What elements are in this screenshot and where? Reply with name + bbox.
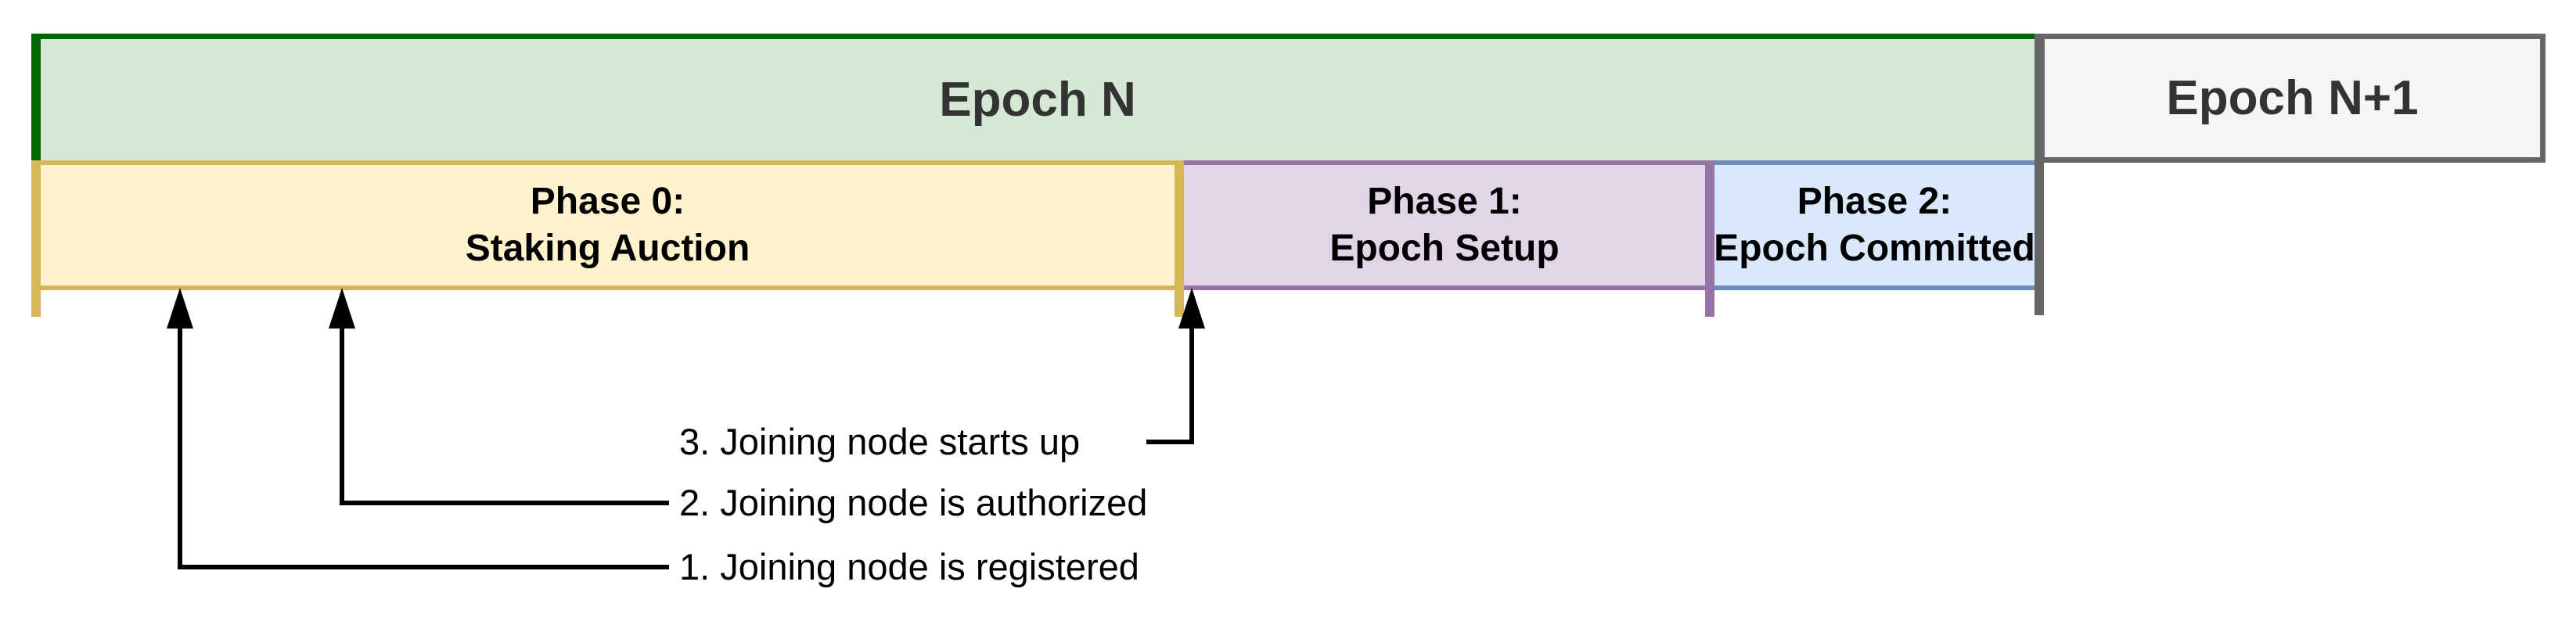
event-1-label: 1. Joining node is registered <box>679 546 1139 587</box>
phase2-epoch-committed-bar: Phase 2: Epoch Committed <box>1710 160 2039 290</box>
event-2-label: 2. Joining node is authorized <box>679 482 1148 523</box>
phase1-epoch-setup-bar: Phase 1: Epoch Setup <box>1179 160 1710 290</box>
phase1-label-line2: Epoch Setup <box>1329 228 1560 269</box>
phase0-staking-auction-bar: Phase 0: Staking Auction <box>36 160 1179 290</box>
event-2-connector-line <box>342 501 669 505</box>
phase1-end-tick <box>1705 160 1714 317</box>
phase0-label-line1: Phase 0: <box>530 181 685 222</box>
event-2-arrowhead-icon <box>329 288 355 329</box>
epoch-n1-label: Epoch N+1 <box>2166 71 2419 125</box>
phase0-end-tick <box>1175 160 1184 317</box>
epoch-n-bar: Epoch N <box>36 34 2039 160</box>
phase0-label-line2: Staking Auction <box>465 228 750 269</box>
event-3-arrow-line <box>1189 322 1194 444</box>
phase1-label-line1: Phase 1: <box>1367 181 1522 222</box>
event-3-arrowhead-icon <box>1178 288 1205 329</box>
event-2-arrow-line <box>340 322 344 505</box>
epoch-n1-bar: Epoch N+1 <box>2039 34 2545 163</box>
event-1-arrowhead-icon <box>167 288 193 329</box>
phase0-start-tick <box>31 160 41 317</box>
epoch-n-start-tick <box>31 34 41 160</box>
event-1-connector-line <box>180 565 669 569</box>
epoch-n-label: Epoch N <box>939 73 1136 127</box>
event-3-label: 3. Joining node starts up <box>679 421 1081 462</box>
event-3-connector-line <box>1146 440 1194 444</box>
phase2-label-line2: Epoch Committed <box>1714 228 2035 269</box>
event-1-arrow-line <box>178 322 182 569</box>
phase2-label-line1: Phase 2: <box>1797 181 1952 222</box>
epoch-boundary-tick <box>2035 34 2044 315</box>
